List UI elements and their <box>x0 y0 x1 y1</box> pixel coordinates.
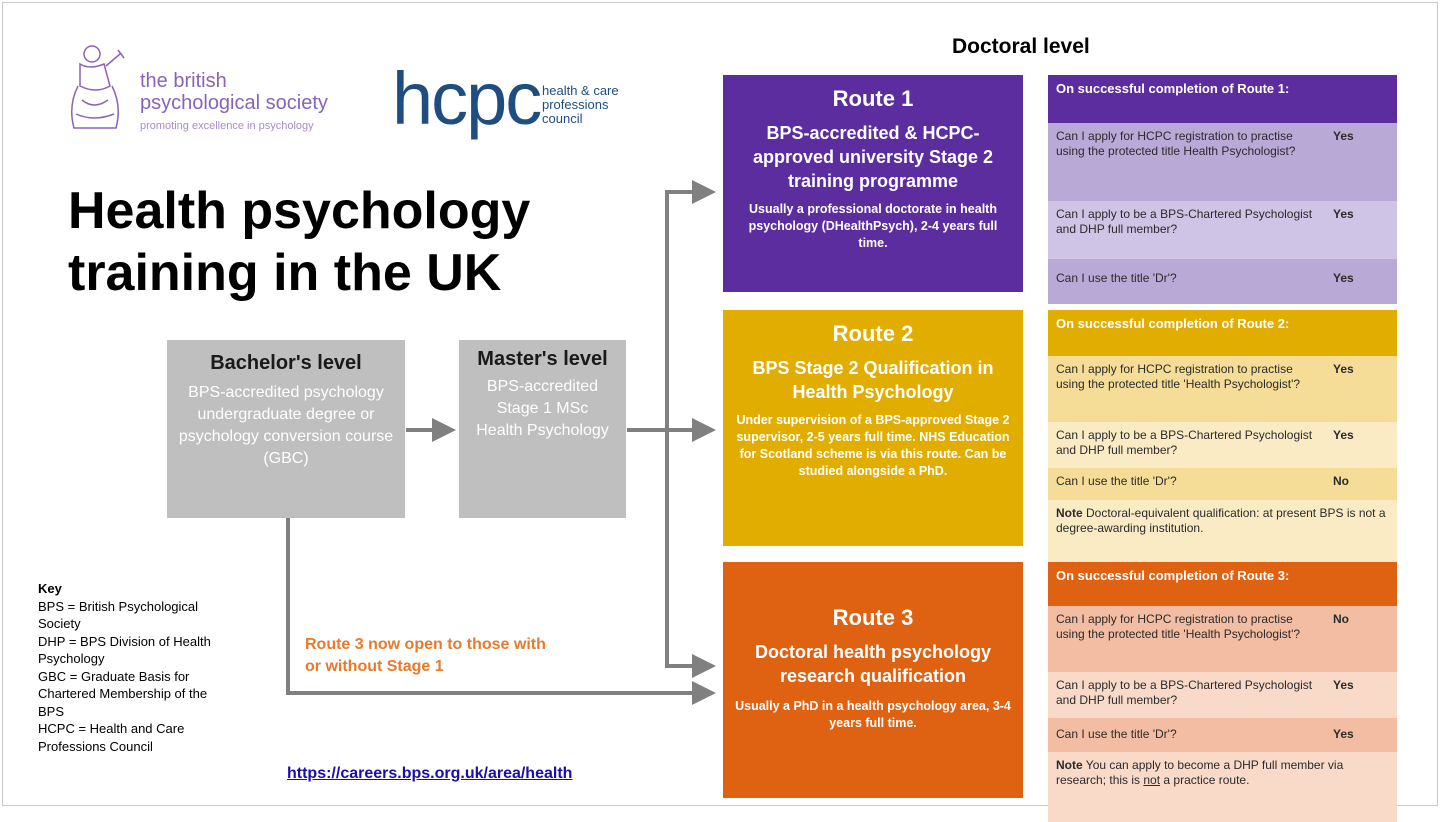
route2-answer-hcpc: Yes <box>1333 362 1354 376</box>
arrow-to-route1 <box>665 180 716 430</box>
route1-outcome-row: Can I use the title 'Dr'? Yes <box>1048 259 1397 304</box>
key-item-bps: BPS = British Psychological Society <box>38 598 199 632</box>
route3-note-not: not <box>1143 773 1161 787</box>
route3-open-note: Route 3 now open to those with or withou… <box>305 636 546 675</box>
key-heading: Key <box>38 581 62 596</box>
route1-name: BPS-accredited & HCPC-approved universit… <box>752 123 994 191</box>
route2-note: Note Doctoral-equivalent qualification: … <box>1048 500 1397 570</box>
careers-link[interactable]: https://careers.bps.org.uk/area/health <box>287 765 573 782</box>
hcpc-logo: hcpc health & care professions council <box>392 62 652 142</box>
route2-outcome-row: Can I apply to be a BPS-Chartered Psycho… <box>1048 422 1397 468</box>
route2-box: Route 2 BPS Stage 2 Qualification in Hea… <box>723 310 1023 546</box>
hcpc-logo-line1: health & care <box>542 83 619 98</box>
master-level-heading: Master's level <box>477 348 608 370</box>
route3-outcome-row: Can I use the title 'Dr'? Yes <box>1048 718 1397 752</box>
route1-outcome-row: Can I apply to be a BPS-Chartered Psycho… <box>1048 201 1397 259</box>
arrow-bachelor-to-route3 <box>286 518 716 705</box>
route1-title: Route 1 <box>832 86 914 111</box>
hcpc-logo-line2: professions <box>542 97 609 112</box>
route3-outcome-row: Can I apply for HCPC registration to pra… <box>1048 606 1397 672</box>
route2-note-text: Doctoral-equivalent qualification: at pr… <box>1056 506 1386 535</box>
route3-answer-dr: Yes <box>1333 727 1354 741</box>
master-level-box: Master's level BPS-accredited Stage 1 MS… <box>459 340 626 518</box>
route1-outcomes-header: On successful completion of Route 1: <box>1048 75 1397 123</box>
doctoral-level-heading: Doctoral level <box>952 35 1090 58</box>
route1-description: Usually a professional doctorate in heal… <box>748 202 998 250</box>
key-item-gbc: GBC = Graduate Basis for Chartered Membe… <box>38 668 208 719</box>
key-item-hcpc: HCPC = Health and Care Professions Counc… <box>38 721 185 754</box>
route2-answer-dr: No <box>1333 474 1349 488</box>
hcpc-logo-mark: hcpc <box>392 57 542 140</box>
route1-answer-chartered: Yes <box>1333 207 1354 221</box>
slide-frame <box>2 2 1438 806</box>
route2-outcome-row: Can I use the title 'Dr'? No <box>1048 468 1397 500</box>
bps-figure-icon <box>71 45 125 129</box>
route3-question-chartered: Can I apply to be a BPS-Chartered Psycho… <box>1056 678 1313 707</box>
key-item-dhp: DHP = BPS Division of Health Psychology <box>38 633 211 667</box>
route1-box: Route 1 BPS-accredited & HCPC-approved u… <box>723 75 1023 292</box>
route3-outcomes-panel: On successful completion of Route 3: Can… <box>1048 562 1397 822</box>
route3-outcome-row: Can I apply to be a BPS-Chartered Psycho… <box>1048 672 1397 718</box>
arrow-to-route3 <box>665 430 716 678</box>
route2-outcome-row: Can I apply for HCPC registration to pra… <box>1048 356 1397 422</box>
route3-note-pre: You can apply to become a DHP full membe… <box>1056 758 1344 787</box>
route3-box: Route 3 Doctoral health psychology resea… <box>723 562 1023 798</box>
bps-logo-tagline: promoting excellence in psychology <box>140 120 314 132</box>
route1-outcome-row: Can I apply for HCPC registration to pra… <box>1048 123 1397 201</box>
bps-logo-line1: the british <box>140 70 227 92</box>
route3-question-dr: Can I use the title 'Dr'? <box>1056 727 1177 741</box>
route2-outcomes-header: On successful completion of Route 2: <box>1048 310 1397 356</box>
key-legend: Key BPS = British Psychological Society … <box>38 580 228 755</box>
route3-question-hcpc: Can I apply for HCPC registration to pra… <box>1056 612 1301 641</box>
bps-logo-line2: psychological society <box>140 92 328 114</box>
route1-question-chartered: Can I apply to be a BPS-Chartered Psycho… <box>1056 207 1313 236</box>
route2-outcomes-panel: On successful completion of Route 2: Can… <box>1048 310 1397 570</box>
route2-question-chartered: Can I apply to be a BPS-Chartered Psycho… <box>1056 428 1313 457</box>
route3-outcomes-header: On successful completion of Route 3: <box>1048 562 1397 606</box>
route1-answer-hcpc: Yes <box>1333 129 1354 143</box>
route2-answer-chartered: Yes <box>1333 428 1354 442</box>
route3-note-label: Note <box>1056 758 1083 772</box>
route1-question-hcpc: Can I apply for HCPC registration to pra… <box>1056 129 1296 158</box>
page-title-line1: Health psychology <box>68 182 531 240</box>
route3-answer-hcpc: No <box>1333 612 1349 626</box>
page-title-line2: training in the UK <box>68 244 502 302</box>
route3-note: Note You can apply to become a DHP full … <box>1048 752 1397 822</box>
bachelor-level-heading: Bachelor's level <box>210 352 362 374</box>
route3-note-post: a practice route. <box>1160 773 1250 787</box>
page-title: Health psychology training in the UK <box>68 180 628 304</box>
bachelor-level-box: Bachelor's level BPS-accredited psycholo… <box>167 340 405 518</box>
route3-answer-chartered: Yes <box>1333 678 1354 692</box>
bps-logo: the british psychological society promot… <box>60 40 370 135</box>
route1-outcomes-panel: On successful completion of Route 1: Can… <box>1048 75 1397 304</box>
hcpc-logo-line3: council <box>542 111 583 126</box>
route1-question-dr: Can I use the title 'Dr'? <box>1056 271 1177 285</box>
route2-note-label: Note <box>1056 506 1083 520</box>
bachelor-level-body: BPS-accredited psychology undergraduate … <box>178 384 394 467</box>
route1-answer-dr: Yes <box>1333 271 1354 285</box>
route3-name: Doctoral health psychology research qual… <box>754 642 992 686</box>
route3-description: Usually a PhD in a health psychology are… <box>735 699 1011 730</box>
route3-title: Route 3 <box>832 605 914 630</box>
route2-question-dr: Can I use the title 'Dr'? <box>1056 474 1177 488</box>
route2-question-hcpc: Can I apply for HCPC registration to pra… <box>1056 362 1301 391</box>
route2-description: Under supervision of a BPS-approved Stag… <box>736 413 1010 478</box>
route2-name: BPS Stage 2 Qualification in Health Psyc… <box>752 358 994 402</box>
route2-title: Route 2 <box>832 321 914 346</box>
master-level-body: BPS-accredited Stage 1 MSc Health Psycho… <box>476 378 609 439</box>
